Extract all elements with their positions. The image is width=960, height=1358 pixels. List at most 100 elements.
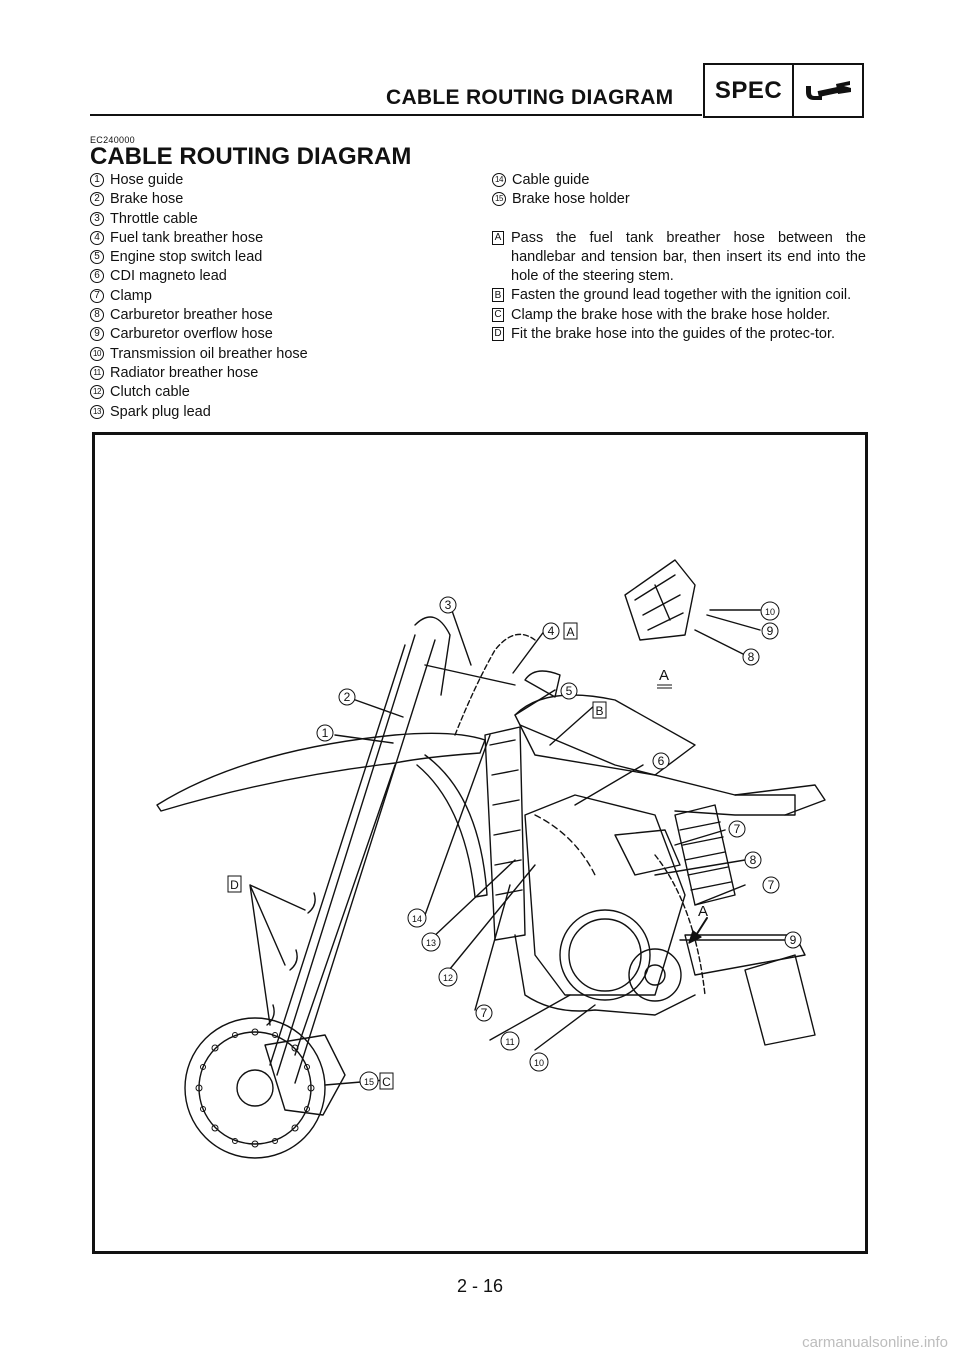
callout-9b: 9 bbox=[761, 622, 779, 640]
svg-text:7: 7 bbox=[768, 878, 775, 892]
part-number: 3 bbox=[90, 211, 104, 226]
header-title: CABLE ROUTING DIAGRAM bbox=[386, 86, 674, 109]
note-item: D Fit the brake hose into the guides of t… bbox=[492, 325, 866, 344]
callout-10b: 10 bbox=[760, 601, 780, 621]
part-number: 8 bbox=[90, 308, 104, 323]
sprocket bbox=[628, 948, 682, 1002]
carburetor bbox=[614, 829, 681, 876]
part-label: Hose guide bbox=[110, 172, 184, 188]
part-number: 11 bbox=[90, 365, 104, 380]
callout-7a: 7 bbox=[728, 820, 746, 838]
callout-8a: 8 bbox=[744, 851, 762, 869]
callout-3: 3 bbox=[439, 596, 457, 614]
part-label: Transmission oil breather hose bbox=[110, 345, 308, 362]
svg-text:6: 6 bbox=[658, 754, 665, 768]
section-code: EC240000 bbox=[90, 135, 135, 145]
svg-text:1: 1 bbox=[322, 726, 329, 740]
callout-6: 6 bbox=[652, 752, 670, 770]
svg-text:11: 11 bbox=[505, 1037, 514, 1047]
callout-13: 13 bbox=[421, 932, 441, 952]
callout-14: 14 bbox=[407, 908, 427, 928]
svg-text:7: 7 bbox=[734, 822, 741, 836]
note-item: B Fasten the ground lead together with th… bbox=[492, 286, 866, 305]
part-item: 10 Transmission oil breather hose bbox=[90, 345, 470, 364]
part-number: 13 bbox=[90, 404, 104, 419]
part-number: 1 bbox=[90, 173, 104, 187]
detail-label: A bbox=[659, 667, 669, 684]
wrench-icon bbox=[794, 65, 862, 116]
part-item: 1 Hose guide bbox=[90, 171, 470, 190]
swingarm bbox=[684, 934, 806, 976]
front-brake-disc bbox=[184, 1017, 326, 1159]
part-label: Radiator breather hose bbox=[110, 364, 259, 381]
note-letter: A bbox=[492, 230, 504, 245]
part-item: 11 Radiator breather hose bbox=[90, 364, 470, 383]
svg-text:B: B bbox=[595, 704, 603, 718]
svg-text:3: 3 bbox=[445, 598, 452, 612]
header-rule bbox=[90, 114, 702, 116]
part-label: CDI magneto lead bbox=[110, 268, 227, 285]
boxed-letter-a: A bbox=[563, 622, 578, 640]
callout-12: 12 bbox=[438, 967, 458, 987]
part-item: 8 Carburetor breather hose bbox=[90, 306, 470, 325]
callout-7b: 7 bbox=[762, 876, 780, 894]
svg-text:A: A bbox=[566, 625, 574, 639]
svg-text:8: 8 bbox=[750, 853, 757, 867]
svg-text:C: C bbox=[382, 1075, 391, 1089]
part-number: 12 bbox=[90, 385, 104, 400]
svg-text:14: 14 bbox=[412, 914, 422, 924]
svg-text:15: 15 bbox=[364, 1077, 374, 1087]
boxed-letter-d: D bbox=[227, 875, 242, 893]
front-fender bbox=[156, 732, 486, 812]
svg-text:9: 9 bbox=[790, 933, 797, 947]
part-number: 10 bbox=[90, 346, 104, 361]
note-letter: B bbox=[492, 288, 504, 303]
note-text: Fit the brake hose into the guides of th… bbox=[511, 326, 836, 343]
svg-text:7: 7 bbox=[481, 1006, 488, 1020]
cable-routing-figure: 1 2 3 4 5 6 7 8 7 9 14 13 12 7 11 10 15 … bbox=[92, 432, 868, 1254]
svg-text:9: 9 bbox=[767, 624, 774, 638]
note-text: Pass the fuel tank breather hose between… bbox=[511, 229, 866, 285]
part-label: Fuel tank breather hose bbox=[110, 229, 264, 246]
callout-5: 5 bbox=[560, 682, 578, 700]
svg-text:10: 10 bbox=[765, 607, 775, 617]
part-label: Brake hose bbox=[110, 191, 184, 208]
part-number: 14 bbox=[492, 173, 506, 187]
radiator bbox=[484, 726, 526, 941]
part-number: 4 bbox=[90, 230, 104, 245]
part-label: Carburetor breather hose bbox=[110, 307, 273, 324]
svg-text:5: 5 bbox=[566, 684, 573, 698]
frame bbox=[514, 724, 796, 1016]
boxed-letter-c: C bbox=[379, 1072, 394, 1090]
part-item: 4 Fuel tank breather hose bbox=[90, 229, 470, 248]
part-item: 2 Brake hose bbox=[90, 190, 470, 209]
svg-text:D: D bbox=[230, 878, 239, 892]
callout-11: 11 bbox=[500, 1031, 520, 1051]
svg-text:2: 2 bbox=[344, 690, 351, 704]
rear-shock bbox=[674, 804, 736, 906]
arrow-label: A bbox=[698, 903, 708, 920]
callout-8b: 8 bbox=[742, 648, 760, 666]
callout-7c: 7 bbox=[475, 1004, 493, 1022]
part-number: 2 bbox=[90, 192, 104, 207]
note-text: Fasten the ground lead together with the… bbox=[511, 287, 852, 304]
svg-text:12: 12 bbox=[443, 973, 453, 983]
spec-label: SPEC bbox=[705, 65, 794, 116]
part-label: Carburetor overflow hose bbox=[110, 326, 273, 343]
page-number: 2 - 16 bbox=[456, 1276, 504, 1296]
callout-2: 2 bbox=[338, 688, 356, 706]
part-label: Engine stop switch lead bbox=[110, 249, 263, 266]
note-letter: D bbox=[492, 327, 504, 342]
part-label: Throttle cable bbox=[110, 210, 198, 227]
part-label: Clutch cable bbox=[110, 384, 190, 401]
motorcycle-drawing: 1 2 3 4 5 6 7 8 7 9 14 13 12 7 11 10 15 … bbox=[156, 559, 826, 1159]
part-number: 15 bbox=[492, 192, 506, 207]
callout-9a: 9 bbox=[784, 931, 802, 949]
